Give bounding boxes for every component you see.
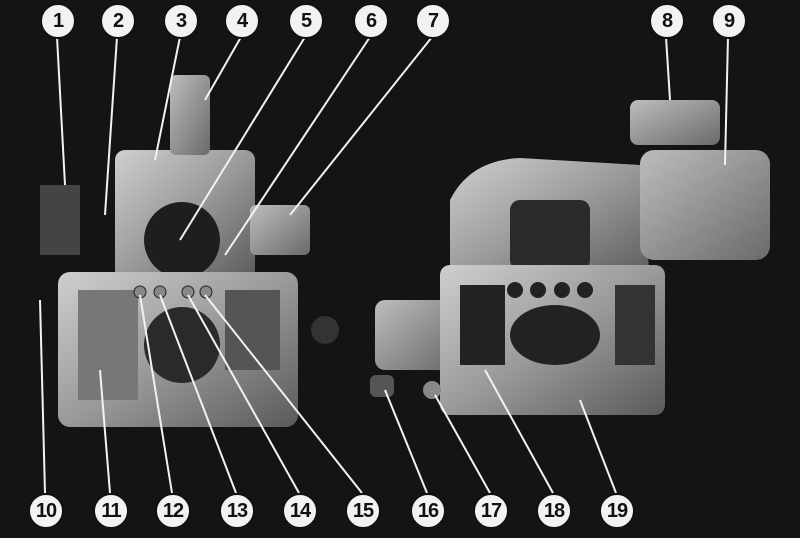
callout-3: 3 [163, 3, 199, 39]
callout-1: 1 [40, 3, 76, 39]
leader-line-19 [579, 399, 617, 494]
leader-line-17 [434, 394, 491, 494]
leader-line-16 [384, 389, 428, 494]
leader-line-2 [104, 36, 118, 216]
leader-line-8 [665, 36, 671, 101]
callout-17: 17 [473, 493, 509, 529]
leader-line-12 [139, 294, 173, 494]
leader-line-1 [56, 36, 66, 186]
callout-13: 13 [219, 493, 255, 529]
leader-line-10 [39, 299, 46, 494]
leader-line-15 [204, 294, 363, 494]
leader-line-13 [159, 294, 237, 494]
callout-11: 11 [93, 493, 129, 529]
leader-line-4 [204, 36, 242, 101]
leader-line-11 [99, 369, 111, 494]
callout-2: 2 [100, 3, 136, 39]
callout-15: 15 [345, 493, 381, 529]
leader-line-18 [484, 369, 554, 494]
callout-14: 14 [282, 493, 318, 529]
leader-line-14 [187, 294, 300, 494]
callout-7: 7 [415, 3, 451, 39]
leader-lines [39, 36, 729, 494]
callout-18: 18 [536, 493, 572, 529]
left-carburetor-body [40, 75, 339, 427]
callout-9: 9 [711, 3, 747, 39]
callout-8: 8 [649, 3, 685, 39]
callout-6: 6 [353, 3, 389, 39]
leader-line-5 [179, 36, 306, 241]
callout-5: 5 [288, 3, 324, 39]
leader-line-9 [724, 36, 729, 166]
leader-line-3 [154, 36, 181, 161]
leader-line-6 [224, 36, 371, 256]
callout-4: 4 [224, 3, 260, 39]
callout-19: 19 [599, 493, 635, 529]
leader-line-7 [289, 36, 433, 216]
callout-12: 12 [155, 493, 191, 529]
callout-10: 10 [28, 493, 64, 529]
right-carburetor-body [370, 100, 770, 415]
callout-16: 16 [410, 493, 446, 529]
